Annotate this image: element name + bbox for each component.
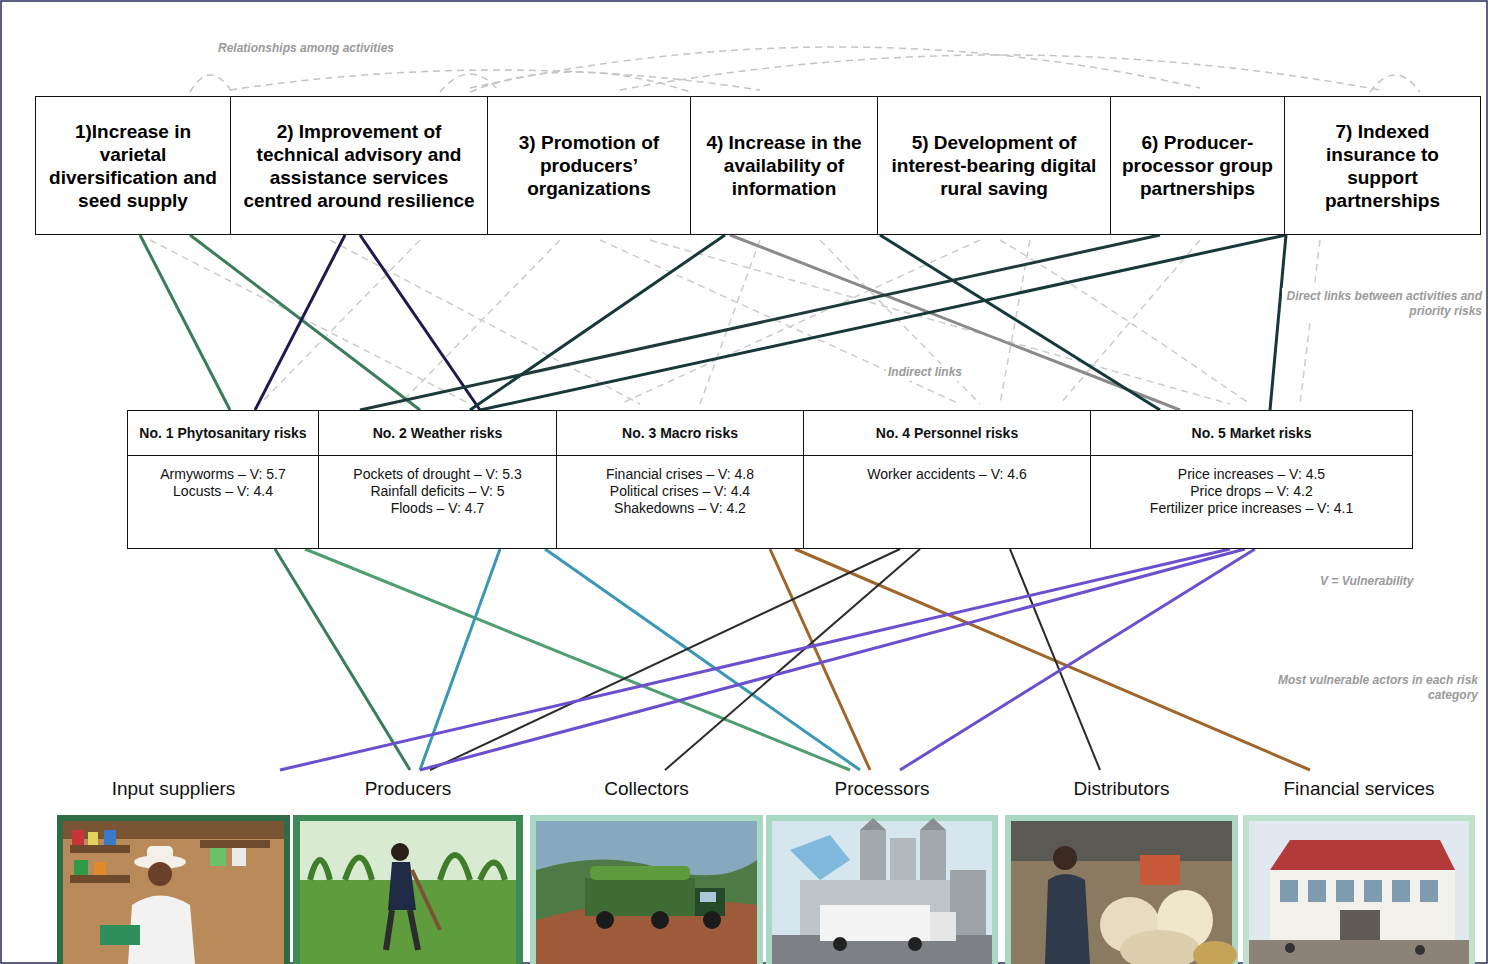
collectors-photo [530,815,763,964]
risk-box: No. 4 Personnel risksWorker accidents – … [803,410,1091,549]
risk-link [360,235,480,410]
risk-item-list: Worker accidents – V: 4.6 [804,456,1090,489]
risk-link [900,549,1255,770]
risk-link [770,549,870,770]
risk-link [140,235,230,410]
activity-box: 5) Development of interest-bearing digit… [877,96,1111,235]
actor-label: Collectors [601,778,691,799]
risk-heading: No. 1 Phytosanitary risks [139,425,306,442]
activity-box: 7) Indexed insurance to support partners… [1284,96,1481,235]
activity-title: 3) Promotion of producers’ organizations [496,131,682,200]
actor-panel: Input suppliers [57,770,290,964]
risk-item: Shakedowns – V: 4.2 [563,500,797,517]
risk-heading: No. 5 Market risks [1192,425,1312,442]
risk-link [795,549,1310,770]
risk-link [420,549,1245,770]
risk-link [880,235,1160,410]
risk-link [420,549,500,770]
risk-item: Financial crises – V: 4.8 [563,466,797,483]
risk-box: No. 5 Market risksPrice increases – V: 4… [1090,410,1413,549]
risk-item: Floods – V: 4.7 [325,500,550,517]
risk-box: No. 1 Phytosanitary risksArmyworms – V: … [127,410,319,549]
actor-panel: Producers [293,770,523,964]
risk-link [305,549,850,770]
activity-box: 4) Increase in the availability of infor… [690,96,878,235]
actor-panel: Processors [766,770,998,964]
producers-photo [293,815,523,964]
risk-heading-band: No. 1 Phytosanitary risks [128,411,318,456]
risk-link [480,235,1286,410]
actor-panel: Collectors [530,770,763,964]
actor-label: Producers [362,778,455,799]
actor-label: Processors [831,778,932,799]
input-suppliers-photo [57,815,290,964]
risk-item: Armyworms – V: 5.7 [134,466,312,483]
risk-item-list: Financial crises – V: 4.8Political crise… [557,456,803,523]
risk-heading: No. 4 Personnel risks [876,425,1018,442]
risk-heading-band: No. 5 Market risks [1091,411,1412,456]
risk-link [280,549,1230,770]
risk-box: No. 3 Macro risksFinancial crises – V: 4… [556,410,804,549]
risk-link [190,235,420,410]
annotation: Direct links between activities and prio… [1282,288,1484,320]
actor-panel: Distributors [1005,770,1238,964]
activity-text: 2) Improvement of technical advisory and… [239,120,479,212]
risk-link [360,235,1160,410]
activity-text: 4) Increase in the availability of infor… [699,131,869,200]
activity-title: 6) Producer-processor group partnerships [1119,131,1276,200]
risk-item: Fertilizer price increases – V: 4.1 [1097,500,1406,517]
activity-title: 5) Development of interest-bearing digit… [886,131,1102,200]
risk-link [665,549,920,770]
risk-link [1270,235,1286,410]
risk-heading-band: No. 2 Weather risks [319,411,556,456]
risk-item: Pockets of drought – V: 5.3 [325,466,550,483]
activity-box: 1)Increase in varietal diversification a… [35,96,231,235]
activity-title: 4) Increase in the availability of infor… [699,131,869,200]
activity-box: 6) Producer-processor group partnerships [1110,96,1285,235]
financial-services-photo [1243,815,1475,964]
risk-heading-band: No. 4 Personnel risks [804,411,1090,456]
actor-label: Financial services [1281,778,1438,799]
activity-box: 3) Promotion of producers’ organizations [487,96,691,235]
activity-text: 3) Promotion of producers’ organizations [496,131,682,200]
risk-item: Locusts – V: 4.4 [134,483,312,500]
risk-heading-band: No. 3 Macro risks [557,411,803,456]
risk-item: Worker accidents – V: 4.6 [810,466,1084,483]
risk-item: Price increases – V: 4.5 [1097,466,1406,483]
activity-title: 2) Improvement of technical advisory and… [239,120,479,212]
risk-item-list: Price increases – V: 4.5Price drops – V:… [1091,456,1412,523]
activity-title: 1)Increase in varietal diversification a… [44,120,222,212]
activity-text: 6) Producer-processor group partnerships [1119,131,1276,200]
risk-box: No. 2 Weather risksPockets of drought – … [318,410,557,549]
risk-item: Political crises – V: 4.4 [563,483,797,500]
risk-link [730,235,1180,410]
risk-item: Price drops – V: 4.2 [1097,483,1406,500]
actor-panel: Financial services [1243,770,1475,964]
risk-item-list: Armyworms – V: 5.7Locusts – V: 4.4 [128,456,318,506]
distributors-photo [1005,815,1238,964]
activity-text: 7) Indexed insurance to support partners… [1293,120,1472,212]
risk-item-list: Pockets of drought – V: 5.3Rainfall defi… [319,456,556,523]
annotation: Relationships among activities [216,40,396,57]
annotation: V = Vulnerability [1318,573,1415,590]
activity-text: 5) Development of interest-bearing digit… [886,131,1102,200]
annotation: Indirect links [886,364,964,381]
processors-photo [766,815,998,964]
activity-text: 1)Increase in varietal diversification a… [44,120,222,212]
risk-heading: No. 2 Weather risks [373,425,503,442]
actor-label: Input suppliers [109,778,239,799]
activity-title: 7) Indexed insurance to support partners… [1293,120,1472,212]
risk-heading: No. 3 Macro risks [622,425,738,442]
annotation: Most vulnerable actors in each risk cate… [1238,672,1480,704]
risk-link [255,235,345,410]
risk-item: Rainfall deficits – V: 5 [325,483,550,500]
actor-label: Distributors [1070,778,1172,799]
activity-box: 2) Improvement of technical advisory and… [230,96,488,235]
